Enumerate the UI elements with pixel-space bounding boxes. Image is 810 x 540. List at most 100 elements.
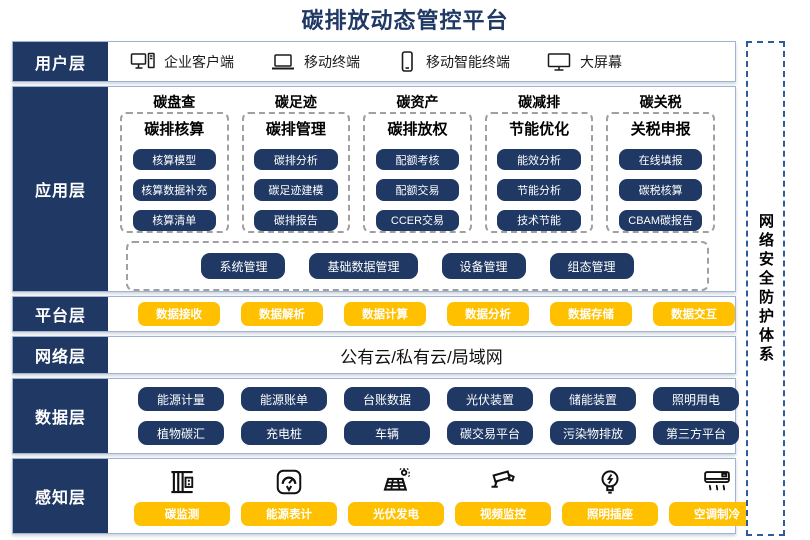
app-group-carbon-reduction: 碳减排 节能优化 能效分析 节能分析 技术节能 xyxy=(484,93,594,233)
group-box: 碳排核算 核算模型 核算数据补充 核算清单 xyxy=(120,112,229,233)
platform-button[interactable]: 数据解析 xyxy=(241,302,323,326)
app-button[interactable]: 碳排分析 xyxy=(254,149,338,171)
platform-layer-label: 平台层 xyxy=(13,297,108,331)
smartphone-icon xyxy=(396,50,418,74)
data-layer-row: 数据层 能源计量 能源账单 台账数据 光伏装置 储能装置 照明用电 植物碳汇 充… xyxy=(12,378,739,454)
energy-meter-icon xyxy=(274,467,304,497)
perception-item-solar: 光伏发电 xyxy=(348,467,444,526)
user-item-smart-terminal[interactable]: 移动智能终端 xyxy=(396,50,510,74)
data-source-button[interactable]: 污染物排放 xyxy=(550,421,636,445)
network-layer-label: 网络层 xyxy=(13,337,108,373)
user-layer-body: 企业客户端 移动终端 xyxy=(108,42,735,81)
group-box: 碳排管理 碳排分析 碳足迹建模 碳排报告 xyxy=(241,112,351,233)
perception-item-energy-meter: 能源表计 xyxy=(241,467,337,526)
group-box: 碳排放权 配额考核 配额交易 CCER交易 xyxy=(363,112,472,233)
user-item-big-screen[interactable]: 大屏幕 xyxy=(546,51,622,73)
data-source-button[interactable]: 光伏装置 xyxy=(447,387,533,411)
platform-layer-row: 平台层 数据接收 数据解析 数据计算 数据分析 数据存储 数据交互 xyxy=(12,296,736,332)
light-bulb-icon xyxy=(595,467,625,497)
app-button[interactable]: 在线填报 xyxy=(619,149,703,171)
user-item-enterprise[interactable]: 企业客户端 xyxy=(130,51,234,73)
group-header: 碳盘查 xyxy=(153,94,196,110)
app-button[interactable]: CCER交易 xyxy=(375,209,460,231)
app-button[interactable]: 节能分析 xyxy=(497,179,581,201)
perception-layer-row: 感知层 碳监测 xyxy=(12,458,765,534)
app-button[interactable]: 核算模型 xyxy=(132,149,216,171)
perception-layer-label: 感知层 xyxy=(13,459,108,533)
user-item-label: 移动终端 xyxy=(304,53,360,70)
perception-button[interactable]: 光伏发电 xyxy=(348,501,444,526)
data-source-button[interactable]: 碳交易平台 xyxy=(447,421,533,445)
app-common-button[interactable]: 系统管理 xyxy=(201,253,286,279)
user-layer-label: 用户层 xyxy=(13,42,108,81)
app-common-button[interactable]: 基础数据管理 xyxy=(309,253,418,279)
group-subheader: 碳排管理 xyxy=(265,121,326,138)
air-conditioner-icon xyxy=(702,467,732,497)
carbon-monitor-icon xyxy=(167,467,197,497)
app-button[interactable]: CBAM碳报告 xyxy=(619,209,703,231)
network-layer-row: 网络层 公有云/私有云/局域网 xyxy=(12,336,736,374)
app-common-button[interactable]: 设备管理 xyxy=(441,253,526,279)
data-source-button[interactable]: 储能装置 xyxy=(550,387,636,411)
desktop-client-icon xyxy=(130,51,156,73)
app-button[interactable]: 配额考核 xyxy=(375,149,460,171)
data-source-button[interactable]: 车辆 xyxy=(344,421,430,445)
perception-layer-body: 碳监测 能源表计 xyxy=(108,459,765,533)
platform-button[interactable]: 数据分析 xyxy=(447,302,529,326)
page-title: 碳排放动态管控平台 xyxy=(301,8,509,33)
platform-button[interactable]: 数据接收 xyxy=(138,302,220,326)
perception-button[interactable]: 照明插座 xyxy=(562,501,658,526)
perception-item-bulb: 照明插座 xyxy=(562,467,658,526)
data-source-button[interactable]: 植物碳汇 xyxy=(138,421,224,445)
group-subheader: 碳排放权 xyxy=(387,121,448,138)
perception-item-carbon-monitor: 碳监测 xyxy=(134,467,230,526)
group-header: 碳资产 xyxy=(396,94,439,110)
app-group-carbon-asset: 碳资产 碳排放权 配额考核 配额交易 CCER交易 xyxy=(363,93,472,233)
platform-button[interactable]: 数据存储 xyxy=(550,302,632,326)
app-button[interactable]: 核算数据补充 xyxy=(132,179,216,201)
data-source-button[interactable]: 能源账单 xyxy=(241,387,327,411)
data-source-button[interactable]: 能源计量 xyxy=(138,387,224,411)
layer-stack: 用户层 企业客户端 xyxy=(12,41,765,538)
data-source-button[interactable]: 第三方平台 xyxy=(653,421,739,445)
app-button[interactable]: 技术节能 xyxy=(497,209,581,231)
user-layer-row: 用户层 企业客户端 xyxy=(12,41,736,82)
network-layer-body: 公有云/私有云/局域网 xyxy=(108,337,735,373)
perception-button[interactable]: 碳监测 xyxy=(134,501,230,526)
perception-button[interactable]: 能源表计 xyxy=(241,501,337,526)
group-header: 碳足迹 xyxy=(274,94,317,110)
app-button[interactable]: 碳足迹建模 xyxy=(254,179,338,201)
application-layer-label: 应用层 xyxy=(13,87,108,291)
user-item-label: 企业客户端 xyxy=(164,53,234,70)
platform-button[interactable]: 数据计算 xyxy=(344,302,426,326)
app-button[interactable]: 碳排报告 xyxy=(254,209,338,231)
app-common-modules-box: 系统管理 基础数据管理 设备管理 组态管理 xyxy=(126,241,709,291)
app-group-carbon-footprint: 碳足迹 碳排管理 碳排分析 碳足迹建模 碳排报告 xyxy=(241,93,351,233)
app-group-carbon-tariff: 碳关税 关税申报 在线填报 碳税核算 CBAM碳报告 xyxy=(606,93,715,233)
group-header: 碳减排 xyxy=(518,94,561,110)
app-button[interactable]: 配额交易 xyxy=(375,179,460,201)
data-source-button[interactable]: 充电桩 xyxy=(241,421,327,445)
app-button[interactable]: 碳税核算 xyxy=(619,179,703,201)
perception-item-cctv: 视频监控 xyxy=(455,467,551,526)
app-group-carbon-inventory: 碳盘查 碳排核算 核算模型 核算数据补充 核算清单 xyxy=(120,93,229,233)
data-source-button[interactable]: 照明用电 xyxy=(653,387,739,411)
user-item-label: 移动智能终端 xyxy=(426,53,510,70)
group-subheader: 关税申报 xyxy=(630,121,691,138)
group-box: 关税申报 在线填报 碳税核算 CBAM碳报告 xyxy=(606,112,715,233)
platform-button[interactable]: 数据交互 xyxy=(653,302,735,326)
group-box: 节能优化 能效分析 节能分析 技术节能 xyxy=(484,112,594,233)
app-button[interactable]: 能效分析 xyxy=(497,149,581,171)
app-common-button[interactable]: 组态管理 xyxy=(549,253,634,279)
data-layer-body: 能源计量 能源账单 台账数据 光伏装置 储能装置 照明用电 植物碳汇 充电桩 车… xyxy=(108,379,739,453)
network-layer-text: 公有云/私有云/局域网 xyxy=(340,347,503,367)
app-button[interactable]: 核算清单 xyxy=(132,209,216,231)
security-panel-text: 网络安全防护体系 xyxy=(757,212,774,365)
perception-button[interactable]: 视频监控 xyxy=(455,501,551,526)
group-subheader: 节能优化 xyxy=(509,121,570,138)
data-source-button[interactable]: 台账数据 xyxy=(344,387,430,411)
big-screen-icon xyxy=(546,51,572,73)
user-item-mobile-terminal[interactable]: 移动终端 xyxy=(270,51,360,73)
cctv-camera-icon xyxy=(488,467,518,497)
